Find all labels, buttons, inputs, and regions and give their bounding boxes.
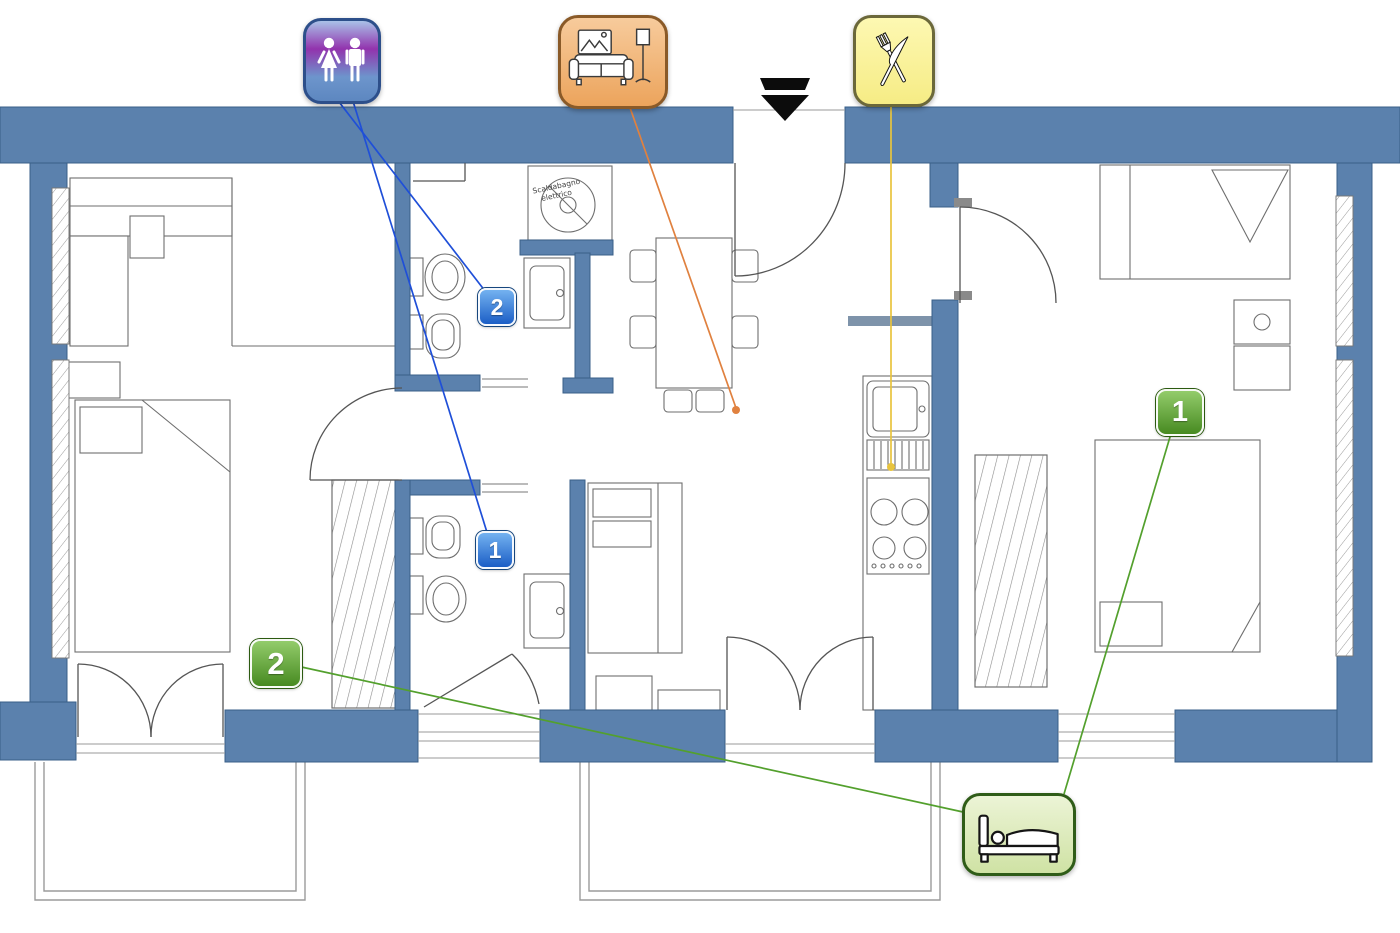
furniture: Scaldabagno elettrico <box>67 164 1291 711</box>
bed-left <box>67 361 231 653</box>
kitchen-legend-card <box>853 15 935 107</box>
badge-bathroom-2: 2 <box>478 288 516 326</box>
living-room-endpoint-dot <box>732 406 740 414</box>
kitchen-unit <box>848 316 933 711</box>
restaurant-icon <box>875 32 909 86</box>
bed-middle <box>587 482 721 711</box>
knife-glyph <box>880 36 909 86</box>
bed-right <box>1094 439 1261 653</box>
dining-table <box>629 237 759 413</box>
sliding-doors <box>482 378 528 493</box>
french-doors-left <box>77 663 224 738</box>
boiler-label: Scaldabagno elettrico <box>532 177 582 203</box>
badge-bedroom-2: 2 <box>250 639 302 688</box>
bathroom-upper-fixtures: Scaldabagno elettrico <box>409 165 613 359</box>
living-room-icon <box>568 28 651 86</box>
french-doors-middle <box>726 636 874 711</box>
badge-bathroom-1: 1 <box>476 531 514 569</box>
desk-unit <box>69 177 395 347</box>
line-restrooms-to-bath1 <box>351 97 491 543</box>
bed-icon <box>978 814 1060 863</box>
terraces <box>34 762 941 901</box>
line-living-room <box>627 101 737 409</box>
line-bed-to-bedroom2 <box>273 660 964 813</box>
wardrobe-left <box>331 479 399 709</box>
thresholds <box>76 109 1175 759</box>
bathroom-upper-door <box>413 163 466 182</box>
stove <box>866 477 930 575</box>
bed-top-right <box>1099 164 1291 391</box>
wardrobe-right <box>974 454 1048 688</box>
kitchen-endpoint-dot <box>887 463 895 471</box>
bathroom-lower-door-arc <box>423 653 540 708</box>
left-bedroom-door-arc <box>309 387 403 481</box>
connector-lines <box>273 97 1179 813</box>
wc-icon <box>317 37 365 82</box>
sleeping-legend-card <box>962 793 1076 876</box>
line-bed-to-bedroom1 <box>1063 409 1179 795</box>
living-room-legend-card <box>558 15 668 109</box>
restrooms-legend-card <box>303 18 381 104</box>
doors <box>77 162 1057 738</box>
entrance-marker <box>757 77 813 123</box>
badge-bedroom-1: 1 <box>1156 389 1204 436</box>
bathroom-lower-fixtures <box>409 515 571 649</box>
entrance-door-arc <box>734 162 846 277</box>
entrance-arrow-icon <box>760 78 810 121</box>
wall-window-strips <box>51 187 1354 659</box>
right-apartment-door-arc <box>959 206 1057 304</box>
